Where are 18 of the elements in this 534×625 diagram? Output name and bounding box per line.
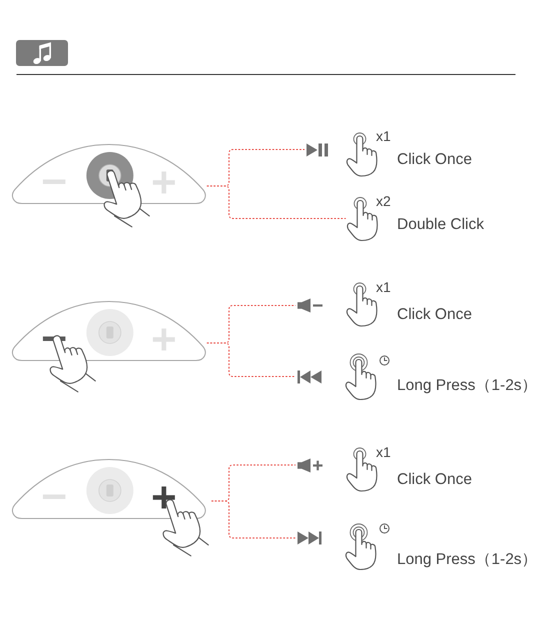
play-pause-icon <box>304 142 329 158</box>
gesture-label: Double Click <box>397 216 484 234</box>
tap-count-label: x1 <box>376 278 391 296</box>
gesture-label: Click Once <box>397 150 472 170</box>
tap-count-label: x1 <box>376 444 391 460</box>
tap-count-label: x1 <box>376 128 391 144</box>
next-track-icon <box>296 530 323 546</box>
gesture-label: Click Once <box>397 306 472 324</box>
volume-up-icon <box>296 456 324 474</box>
dashed-connector <box>206 342 296 377</box>
volume-down-icon <box>296 297 324 314</box>
gesture-label: Long Press（1-2s） <box>397 376 534 396</box>
tap-count-label: x2 <box>376 192 391 210</box>
gesture-label: Long Press（1-2s） <box>397 550 534 570</box>
previous-track-icon <box>296 368 322 384</box>
dashed-connector <box>206 186 346 219</box>
gesture-label: Click Once <box>397 470 472 490</box>
dashed-connector <box>210 500 296 538</box>
